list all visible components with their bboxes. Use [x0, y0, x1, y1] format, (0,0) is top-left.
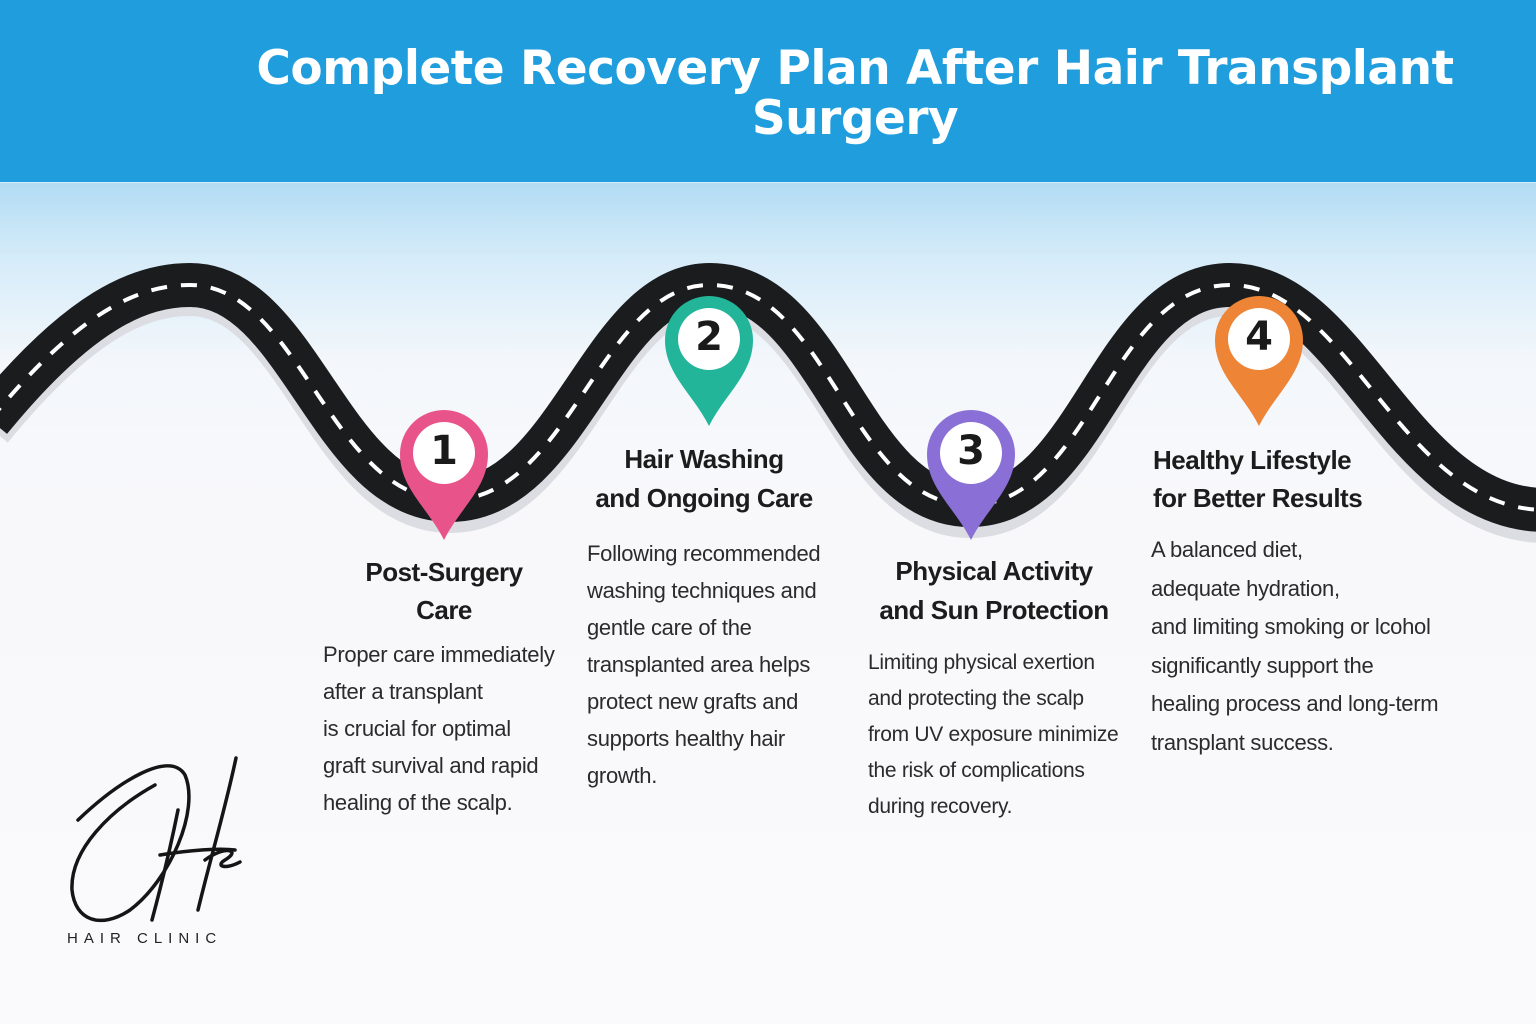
desc-line: supports healthy hair	[587, 726, 785, 751]
title-line: for Better Results	[1153, 483, 1363, 513]
desc-line: after a transplant	[323, 679, 483, 704]
step-number: 3	[957, 428, 985, 474]
desc-line: from UV exposure minimize	[868, 723, 1119, 746]
title-line: Physical Activity	[895, 556, 1093, 586]
desc-line: growth.	[587, 763, 658, 788]
step-1-pin: 1	[398, 408, 490, 543]
step-1-title: Post-Surgery Care	[334, 553, 554, 629]
clinic-logo-monogram	[70, 756, 242, 922]
desc-line: washing techniques and	[587, 578, 817, 603]
step-2-description: Following recommended washing techniques…	[587, 535, 821, 794]
desc-line: healing process and long-term	[1151, 691, 1439, 716]
page-title: Complete Recovery Plan After Hair Transp…	[256, 41, 1454, 146]
step-3-title: Physical Activity and Sun Protection	[864, 552, 1124, 630]
title-line: Hair Washing	[624, 444, 784, 474]
map-pin-icon	[665, 296, 753, 426]
road-surface	[0, 262, 1536, 532]
step-number: 4	[1245, 314, 1273, 360]
step-number: 2	[695, 314, 723, 360]
clinic-logo-text: HAIR CLINIC	[67, 930, 223, 947]
desc-line: gentle care of the	[587, 615, 752, 640]
desc-line: is crucial for optimal	[323, 716, 511, 741]
header-banner: Complete Recovery Plan After Hair Transp…	[0, 0, 1536, 182]
step-4-description: A balanced diet, adequate hydration, and…	[1151, 531, 1439, 762]
title-line: Post-Surgery	[365, 557, 523, 587]
title-line: Care	[416, 595, 472, 625]
map-pin-icon	[1215, 296, 1303, 426]
desc-line: Proper care immediately	[323, 642, 555, 667]
desc-line: A balanced diet,	[1151, 537, 1303, 562]
desc-line: transplanted area helps	[587, 652, 811, 677]
desc-line: during recovery.	[868, 795, 1013, 818]
step-3-description: Limiting physical exertion and protectin…	[868, 645, 1119, 825]
desc-line: Limiting physical exertion	[868, 651, 1095, 674]
step-3-pin: 3	[925, 408, 1017, 543]
step-4-pin: 4	[1213, 294, 1305, 429]
desc-line: transplant success.	[1151, 729, 1334, 755]
desc-line: and limiting smoking or lcohol	[1151, 614, 1431, 639]
title-line: and Sun Protection	[879, 595, 1109, 625]
map-pin-icon	[927, 410, 1015, 540]
desc-line: Following recommended	[587, 541, 821, 566]
desc-line: healing of the scalp.	[323, 790, 513, 815]
desc-line: the risk of complications	[868, 759, 1085, 782]
title-line: Healthy Lifestyle	[1153, 445, 1352, 475]
desc-line: graft survival and rapid	[323, 753, 539, 778]
step-2-pin: 2	[663, 294, 755, 429]
desc-line: adequate hydration,	[1151, 575, 1340, 601]
step-number: 1	[430, 428, 458, 474]
desc-line: and protecting the scalp	[868, 687, 1084, 710]
desc-line: protect new grafts and	[587, 689, 799, 714]
step-2-title: Hair Washing and Ongoing Care	[584, 440, 824, 518]
map-pin-icon	[400, 410, 488, 540]
step-4-title: Healthy Lifestyle for Better Results	[1153, 441, 1363, 517]
step-1-description: Proper care immediately after a transpla…	[323, 636, 555, 821]
desc-line: significantly support the	[1151, 652, 1374, 678]
title-line: and Ongoing Care	[595, 483, 813, 513]
